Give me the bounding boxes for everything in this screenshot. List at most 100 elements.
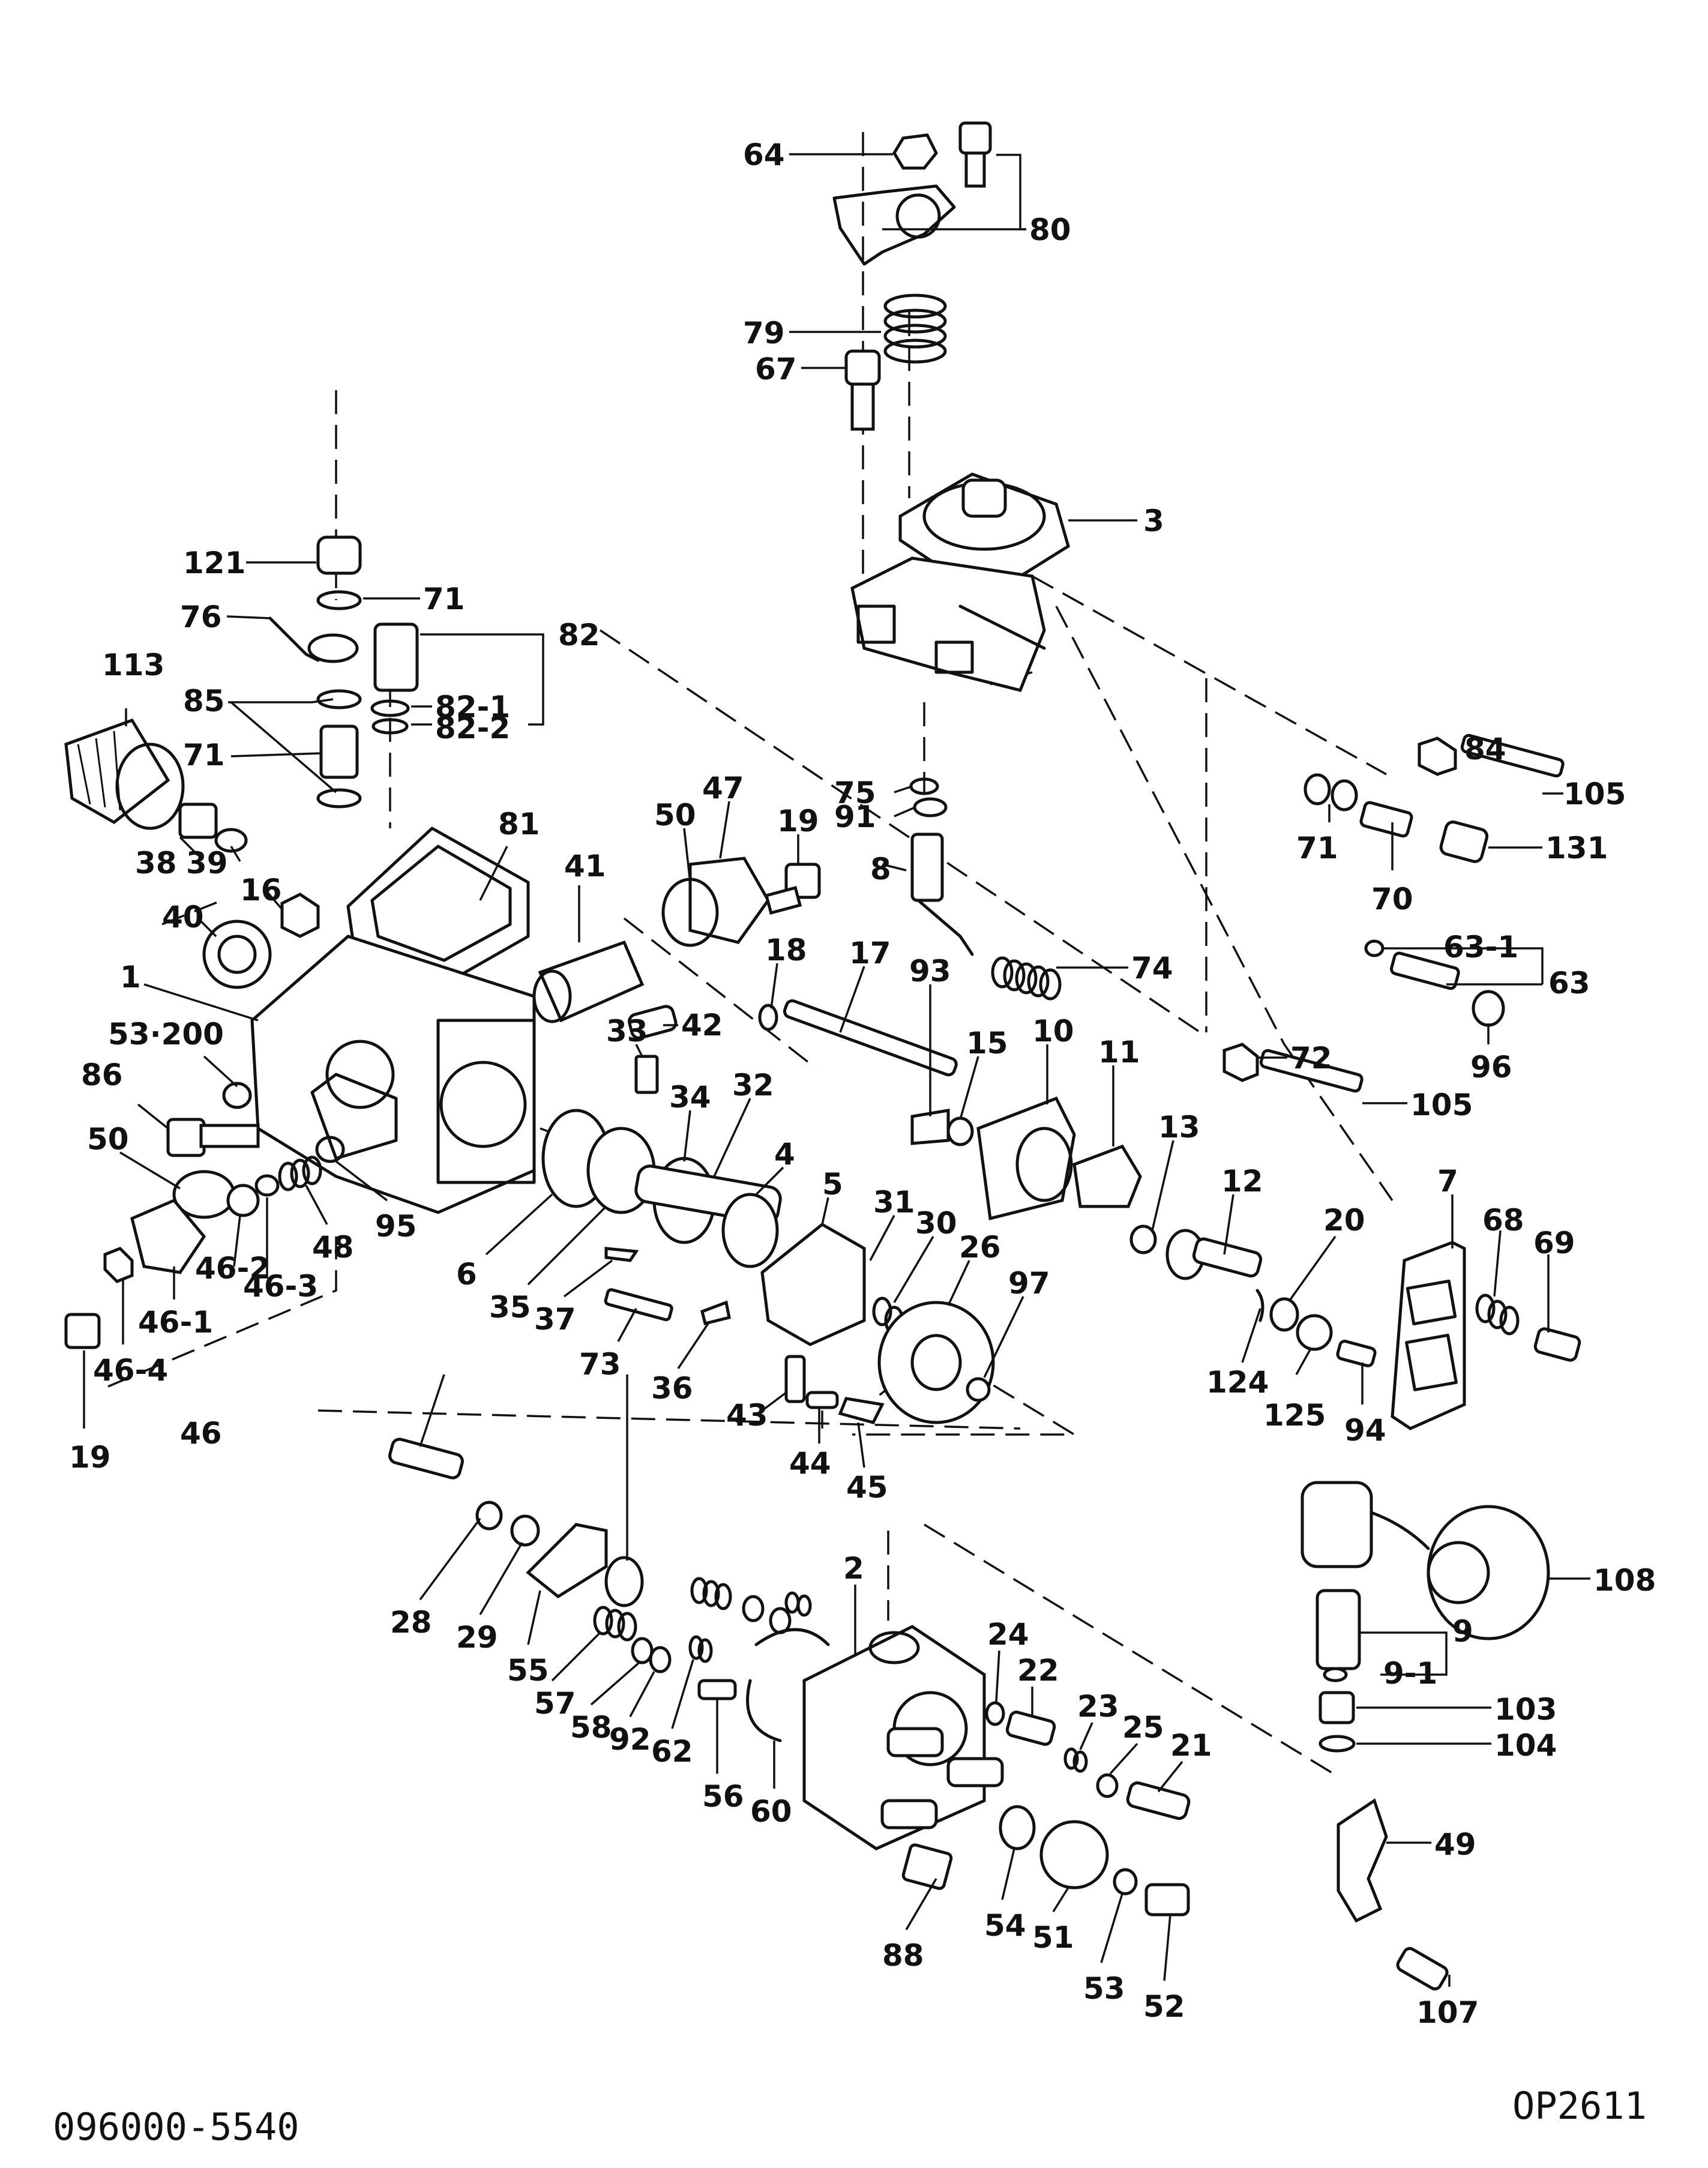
screw-67-shank bbox=[850, 382, 875, 431]
oring-9-1 bbox=[1323, 1667, 1348, 1682]
callout-label: 71 bbox=[1296, 831, 1338, 866]
washer-71-d bbox=[1304, 773, 1331, 805]
shaft-12 bbox=[1192, 1237, 1263, 1278]
callout-label: 36 bbox=[651, 1371, 693, 1406]
callout-label: 7 bbox=[1437, 1164, 1458, 1199]
callout-label: 108 bbox=[1593, 1563, 1656, 1598]
cap-96 bbox=[1472, 990, 1505, 1027]
callout-label: 51 bbox=[1032, 1920, 1074, 1955]
callout-label: 19 bbox=[777, 804, 819, 839]
callout-label: 80 bbox=[1029, 212, 1071, 247]
callout-label: 121 bbox=[183, 546, 245, 580]
plate-46-1 bbox=[130, 1198, 206, 1274]
callout-label: 57 bbox=[534, 1686, 576, 1721]
callout-label: 63 bbox=[1548, 966, 1590, 1001]
plug-51 bbox=[1039, 1820, 1109, 1889]
holder-21 bbox=[1126, 1781, 1191, 1820]
washer-71-b bbox=[316, 689, 362, 709]
oring-63-1 bbox=[1364, 939, 1385, 957]
callout-label: 113 bbox=[102, 648, 164, 682]
part-131 bbox=[1439, 820, 1489, 863]
callout-label: 53 bbox=[1083, 1971, 1125, 2006]
callout-label: 1 bbox=[120, 960, 141, 995]
oring-18 bbox=[758, 1004, 778, 1031]
callout-label: 60 bbox=[750, 1794, 792, 1829]
callout-label: 26 bbox=[959, 1230, 1001, 1265]
callout-label: 4 bbox=[774, 1137, 795, 1172]
callout-label: 31 bbox=[873, 1185, 915, 1220]
clip-124 bbox=[1255, 1289, 1264, 1322]
callout-label: 93 bbox=[909, 954, 951, 989]
washer-91 bbox=[913, 797, 948, 818]
callout-label: 24 bbox=[987, 1617, 1029, 1652]
nut-72 bbox=[1222, 1043, 1259, 1082]
callout-label: 13 bbox=[1158, 1110, 1200, 1145]
bolt-107 bbox=[1396, 1947, 1449, 1991]
oring-82-2 bbox=[371, 718, 409, 735]
callout-label: 76 bbox=[180, 600, 222, 634]
callout-label: 48 bbox=[312, 1230, 354, 1265]
spring-48 bbox=[278, 1155, 322, 1191]
callout-label: 131 bbox=[1545, 831, 1608, 866]
callout-label: 21 bbox=[1170, 1728, 1212, 1763]
leader-lines bbox=[83, 153, 1590, 1987]
bolt-19-a bbox=[64, 1313, 101, 1349]
callout-label: 69 bbox=[1533, 1226, 1575, 1260]
callout-label: 39 bbox=[186, 846, 228, 881]
key-36 bbox=[700, 1300, 731, 1326]
callout-label: 70 bbox=[1371, 882, 1413, 917]
shaft-17 bbox=[783, 999, 958, 1077]
callout-label: 46-2 bbox=[195, 1251, 270, 1286]
callout-label: 88 bbox=[882, 1938, 924, 1973]
pin-97 bbox=[966, 1377, 991, 1402]
bolt-105-a bbox=[1460, 733, 1565, 778]
housing-1 bbox=[250, 935, 536, 1214]
bolt-52 bbox=[1144, 1883, 1190, 1917]
callout-label: 42 bbox=[681, 1008, 723, 1043]
callout-label: 71 bbox=[183, 738, 225, 772]
knob-113 bbox=[64, 718, 185, 830]
callout-label: 44 bbox=[789, 1446, 831, 1481]
callout-label: 12 bbox=[1221, 1164, 1263, 1199]
drawing-code-label: OP2611 bbox=[1512, 2084, 1647, 2128]
part-number-label: 096000-5540 bbox=[53, 2105, 299, 2149]
callout-label: 73 bbox=[579, 1347, 621, 1382]
callout-label: 35 bbox=[489, 1290, 531, 1325]
callout-label: 6 bbox=[456, 1257, 477, 1292]
callout-label: 103 bbox=[1494, 1692, 1557, 1727]
callout-label: 45 bbox=[846, 1470, 888, 1505]
callout-label: 46-1 bbox=[138, 1305, 213, 1340]
springs-upper-row bbox=[690, 1577, 812, 1634]
oring-82-1 bbox=[370, 699, 410, 717]
callout-label: 17 bbox=[849, 936, 891, 971]
callout-label: 43 bbox=[726, 1398, 768, 1433]
callout-label: 72 bbox=[1290, 1041, 1332, 1076]
cam-disk-26 bbox=[877, 1301, 995, 1424]
bolt-80-head bbox=[958, 121, 992, 155]
callout-label: 9 bbox=[1452, 1614, 1473, 1649]
key-33 bbox=[634, 1055, 659, 1094]
valve-9 bbox=[1316, 1589, 1361, 1670]
pipe-76 bbox=[268, 616, 320, 662]
plug-46-2 bbox=[226, 1184, 260, 1217]
nut-46-4 bbox=[103, 1247, 134, 1283]
callout-label: 10 bbox=[1032, 1014, 1074, 1049]
washer-71-e bbox=[1331, 779, 1358, 811]
screw-63 bbox=[1389, 951, 1460, 990]
assembly-dashed-lines bbox=[107, 132, 1394, 1778]
callout-label: 74 bbox=[1131, 951, 1173, 986]
nut-125 bbox=[1296, 1314, 1333, 1351]
callout-label: 64 bbox=[743, 137, 785, 172]
callout-label: 3 bbox=[1143, 504, 1164, 538]
callout-label: 82-2 bbox=[435, 711, 510, 745]
callout-label: 52 bbox=[1143, 1989, 1185, 2024]
ring-4 bbox=[721, 1193, 779, 1268]
oring-46-3 bbox=[254, 1174, 280, 1197]
bolt-80-shank bbox=[964, 151, 986, 188]
callout-label: 86 bbox=[81, 1058, 123, 1092]
washer-24 bbox=[985, 1701, 1005, 1726]
washer-53 bbox=[1113, 1868, 1138, 1895]
callout-label: 46-4 bbox=[93, 1353, 168, 1388]
callout-label: 105 bbox=[1410, 1088, 1473, 1122]
